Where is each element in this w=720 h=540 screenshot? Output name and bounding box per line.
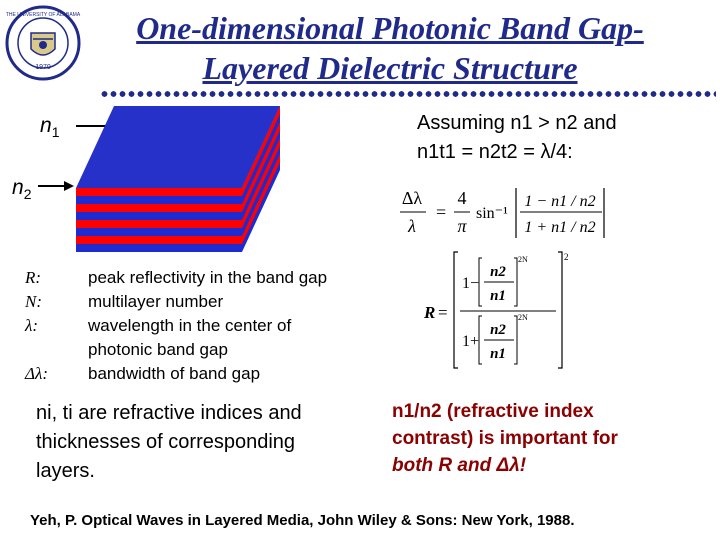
- reference-citation: Yeh, P. Optical Waves in Layered Media, …: [30, 512, 575, 529]
- eq2-lhs: R: [424, 303, 435, 322]
- n2-arrow-icon: [38, 181, 74, 191]
- slide-title: One-dimensional Photonic Band Gap- Layer…: [100, 8, 680, 88]
- assumption-line-2: n1t1 = n2t2 = λ/4:: [417, 141, 573, 163]
- eq2-equals: =: [438, 303, 448, 322]
- eq2-num-bot: n1: [490, 288, 506, 304]
- title-line-1: One-dimensional Photonic Band Gap-: [136, 10, 644, 46]
- eq2-den-top: n2: [490, 322, 506, 338]
- dotted-divider: [100, 90, 716, 98]
- definition-descriptions: peak reflectivity in the band gap multil…: [88, 266, 388, 386]
- bandwidth-equation: Δλ λ = 4 π sin⁻¹ 1 − n1 / n2 1 + n1 / n2: [400, 188, 605, 238]
- desc-n: multilayer number: [88, 292, 224, 311]
- eq1-num: 1 − n1 / n2: [524, 193, 595, 210]
- n1-label: n1: [40, 114, 60, 141]
- contrast-line-2: contrast) is important for: [392, 428, 618, 449]
- eq2-den-bot: n1: [490, 346, 506, 362]
- eq1-func: sin⁻¹: [476, 205, 508, 222]
- eq1-coef-den: π: [457, 216, 467, 236]
- svg-text:1−: 1−: [462, 275, 479, 292]
- svg-text:1+: 1+: [462, 333, 479, 350]
- desc-delta-lambda: bandwidth of band gap: [88, 364, 261, 383]
- eq1-coef-num: 4: [458, 188, 467, 208]
- n2-label: n2: [12, 176, 32, 203]
- eq1-lhs-den: λ: [407, 216, 416, 236]
- title-line-2: Layered Dielectric Structure: [202, 50, 578, 86]
- symbol-lambda: λ:: [25, 316, 39, 335]
- contrast-line-1: n1/n2 (refractive index: [392, 401, 594, 422]
- definition-symbols: R: N: λ: Δλ:: [25, 266, 85, 386]
- eq2-outer-exp: 2: [564, 252, 569, 262]
- ni-ti-note: ni, ti are refractive indices and thickn…: [36, 399, 376, 486]
- eq1-den: 1 + n1 / n2: [524, 219, 595, 236]
- symbol-r: R:: [25, 268, 42, 287]
- university-seal-logo: 1970 THE UNIVERSITY OF ALABAMA: [5, 5, 81, 81]
- assumption-line-1: Assuming n1 > n2 and: [417, 112, 617, 134]
- eq1-lhs-num: Δλ: [402, 188, 423, 208]
- seal-year: 1970: [35, 64, 51, 71]
- eq1-equals: =: [436, 202, 446, 222]
- symbol-delta-lambda: Δλ:: [25, 364, 49, 383]
- contrast-note: n1/n2 (refractive index contrast) is imp…: [392, 398, 712, 479]
- eq2-exp-bot: 2N: [518, 313, 528, 322]
- desc-r: peak reflectivity in the band gap: [88, 268, 328, 287]
- symbol-n: N:: [25, 292, 42, 311]
- eq2-exp-top: 2N: [518, 255, 528, 264]
- desc-lambda-cont: photonic band gap: [88, 340, 228, 359]
- ni-note-line-2: thicknesses of corresponding: [36, 431, 296, 453]
- seal-text: THE UNIVERSITY OF ALABAMA: [6, 12, 81, 18]
- ni-note-line-1: ni, ti are refractive indices and: [36, 402, 302, 424]
- desc-lambda: wavelength in the center of: [88, 316, 292, 335]
- assumption-text: Assuming n1 > n2 and n1t1 = n2t2 = λ/4:: [417, 109, 707, 167]
- layered-dielectric-diagram: [76, 106, 280, 252]
- contrast-line-3: both R and Δλ!: [392, 455, 527, 476]
- reflectivity-equation: R = 2 1− n2 n1 2N 1+ n2 n1 2N: [424, 251, 569, 369]
- red-layers: [76, 106, 280, 244]
- symbol-blank: [25, 338, 85, 362]
- eq2-num-top: n2: [490, 264, 506, 280]
- ni-note-line-3: layers.: [36, 460, 95, 482]
